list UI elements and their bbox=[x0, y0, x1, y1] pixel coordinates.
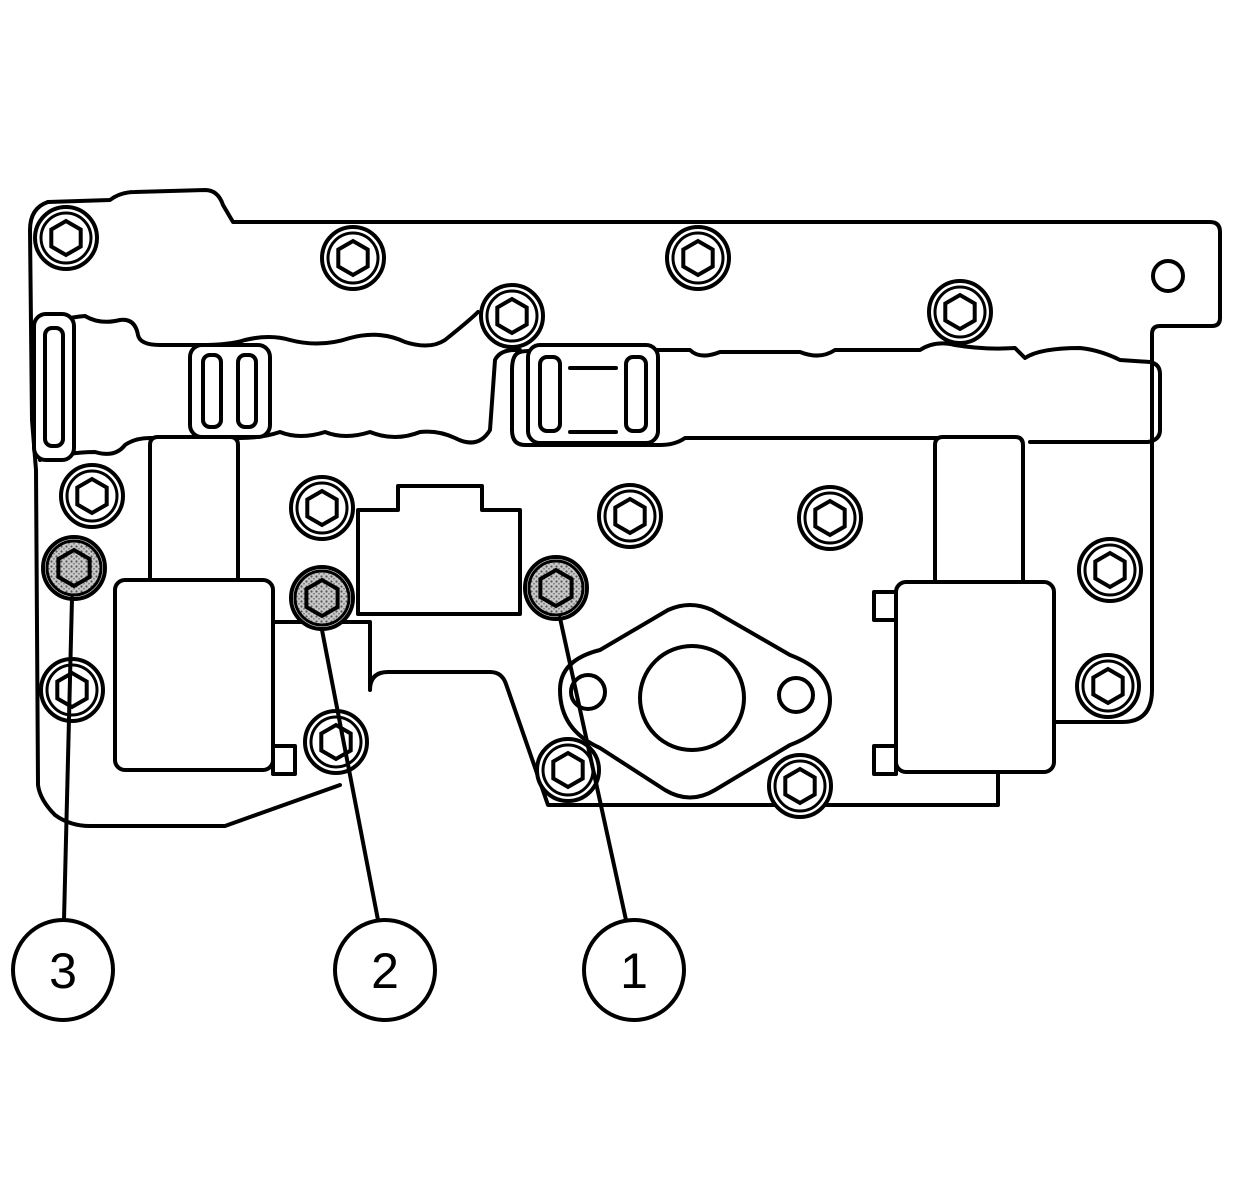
upper-channel-left bbox=[30, 310, 480, 348]
bolt-14 bbox=[535, 737, 601, 803]
bolt-6 bbox=[59, 463, 125, 529]
bolt-2 bbox=[320, 225, 386, 291]
bolt-7 bbox=[289, 475, 355, 541]
callout-1: 1 bbox=[582, 918, 686, 1022]
bolt-callout-1 bbox=[523, 555, 589, 621]
leader-lines bbox=[62, 596, 628, 922]
bolt-12 bbox=[303, 709, 369, 775]
bolt-15 bbox=[767, 753, 833, 819]
left-solenoid bbox=[113, 435, 297, 776]
housing-lower-right bbox=[598, 768, 1000, 807]
callout-3-label: 3 bbox=[49, 943, 77, 999]
bolt-13 bbox=[1075, 653, 1141, 719]
bolt-5 bbox=[927, 279, 993, 345]
upper-channel-right-lower bbox=[510, 350, 942, 447]
bolt-4 bbox=[479, 283, 545, 349]
bolt-callout-2 bbox=[289, 565, 355, 631]
leader-line-2 bbox=[320, 628, 380, 922]
housing-left-edge bbox=[28, 200, 342, 828]
lower-cutout bbox=[271, 620, 602, 807]
flange-gasket bbox=[558, 603, 832, 800]
upper-channel-right bbox=[518, 341, 1162, 444]
bolt-1 bbox=[33, 205, 99, 271]
upper-channel-left-lower bbox=[38, 348, 522, 462]
callout-2: 2 bbox=[333, 918, 437, 1022]
right-solenoid bbox=[872, 435, 1056, 776]
bolt-callout-3 bbox=[41, 535, 107, 601]
hatched-bolts bbox=[41, 535, 589, 631]
callout-3: 3 bbox=[11, 918, 115, 1022]
mounting-hole bbox=[1151, 259, 1185, 293]
bolt-10 bbox=[1077, 537, 1143, 603]
slots bbox=[32, 312, 660, 462]
bolt-8 bbox=[597, 483, 663, 549]
leader-line-1 bbox=[558, 616, 628, 922]
connector-block bbox=[356, 484, 522, 616]
callout-1-label: 1 bbox=[620, 943, 648, 999]
callout-2-label: 2 bbox=[371, 943, 399, 999]
housing-outline bbox=[46, 188, 1222, 724]
bolt-9 bbox=[797, 485, 863, 551]
bolts bbox=[33, 205, 1143, 819]
bolt-3 bbox=[665, 225, 731, 291]
leader-line-3 bbox=[62, 596, 74, 922]
